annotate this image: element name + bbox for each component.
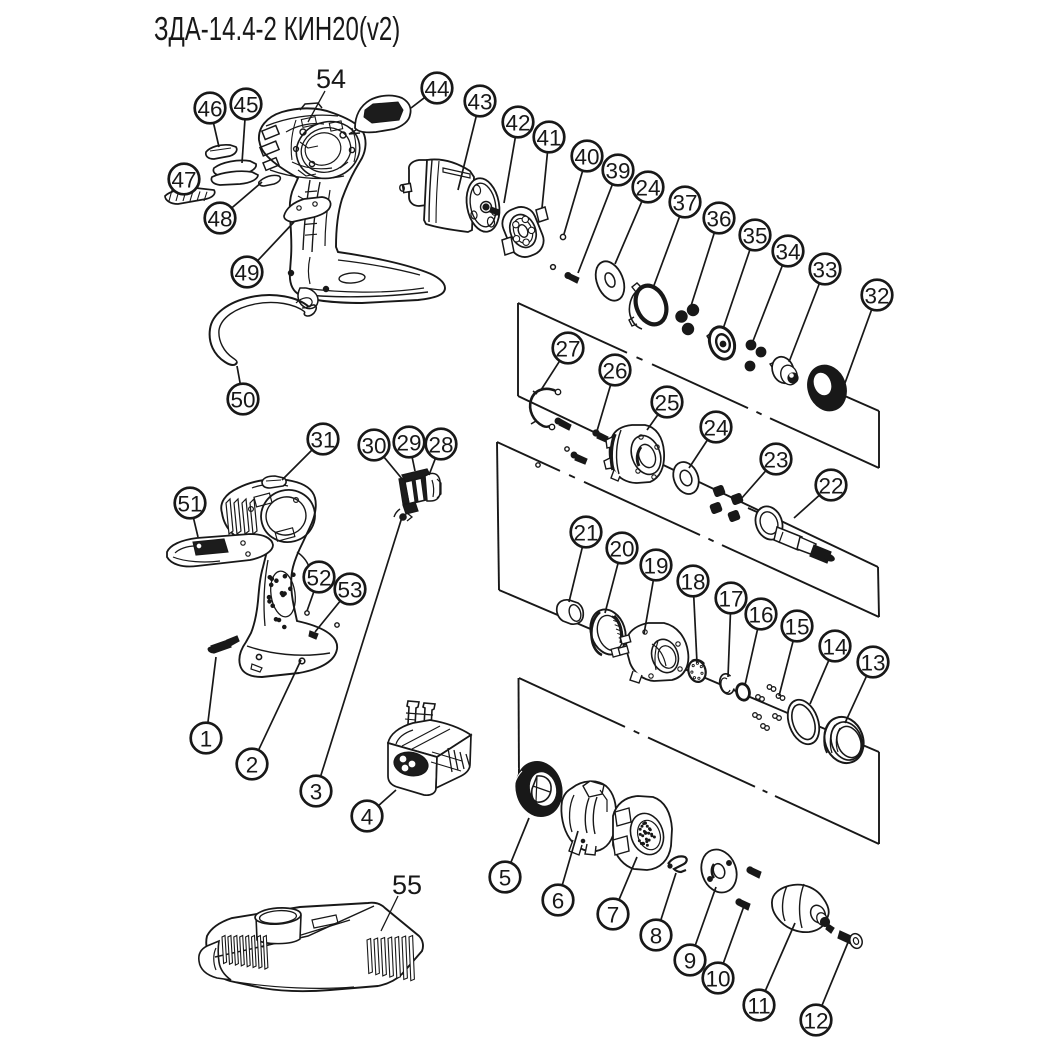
svg-text:29: 29 bbox=[396, 431, 421, 456]
svg-text:41: 41 bbox=[536, 126, 561, 151]
svg-text:25: 25 bbox=[654, 391, 679, 416]
svg-text:52: 52 bbox=[306, 566, 331, 591]
svg-text:33: 33 bbox=[812, 258, 837, 283]
svg-text:51: 51 bbox=[177, 492, 202, 517]
svg-text:21: 21 bbox=[573, 521, 598, 546]
svg-text:42: 42 bbox=[505, 111, 530, 136]
svg-text:7: 7 bbox=[607, 903, 620, 928]
svg-text:2: 2 bbox=[246, 753, 259, 778]
svg-text:43: 43 bbox=[467, 90, 492, 115]
svg-text:27: 27 bbox=[555, 337, 580, 362]
svg-text:16: 16 bbox=[748, 603, 773, 628]
svg-text:10: 10 bbox=[705, 967, 730, 992]
svg-text:14: 14 bbox=[822, 635, 847, 660]
svg-text:54: 54 bbox=[316, 64, 346, 94]
svg-text:45: 45 bbox=[233, 93, 258, 118]
svg-text:40: 40 bbox=[574, 145, 599, 170]
svg-text:5: 5 bbox=[499, 866, 512, 891]
svg-text:15: 15 bbox=[784, 615, 809, 640]
svg-text:30: 30 bbox=[361, 434, 386, 459]
svg-text:13: 13 bbox=[860, 651, 885, 676]
svg-text:ЗДА-14.4-2 КИН20(v2): ЗДА-14.4-2 КИН20(v2) bbox=[154, 11, 400, 48]
svg-text:44: 44 bbox=[424, 77, 449, 102]
svg-text:4: 4 bbox=[361, 805, 374, 830]
svg-text:55: 55 bbox=[392, 870, 422, 900]
svg-text:1: 1 bbox=[200, 727, 213, 752]
svg-text:20: 20 bbox=[609, 537, 634, 562]
svg-text:19: 19 bbox=[643, 554, 668, 579]
svg-text:32: 32 bbox=[864, 284, 889, 309]
svg-text:39: 39 bbox=[605, 159, 630, 184]
svg-text:53: 53 bbox=[337, 578, 362, 603]
svg-text:8: 8 bbox=[650, 924, 663, 949]
svg-text:24: 24 bbox=[635, 176, 660, 201]
svg-text:36: 36 bbox=[706, 207, 731, 232]
svg-text:23: 23 bbox=[763, 448, 788, 473]
svg-text:37: 37 bbox=[672, 191, 697, 216]
svg-text:26: 26 bbox=[602, 359, 627, 384]
svg-text:49: 49 bbox=[234, 261, 259, 286]
svg-text:3: 3 bbox=[310, 780, 323, 805]
svg-text:24: 24 bbox=[703, 416, 728, 441]
svg-text:46: 46 bbox=[197, 97, 222, 122]
svg-text:11: 11 bbox=[747, 994, 770, 1019]
svg-text:6: 6 bbox=[552, 889, 565, 914]
svg-text:18: 18 bbox=[680, 570, 705, 595]
svg-text:17: 17 bbox=[718, 587, 743, 612]
svg-text:31: 31 bbox=[310, 428, 335, 453]
svg-text:48: 48 bbox=[207, 207, 232, 232]
svg-text:50: 50 bbox=[230, 388, 255, 413]
svg-text:22: 22 bbox=[818, 474, 843, 499]
svg-text:9: 9 bbox=[684, 949, 697, 974]
svg-text:34: 34 bbox=[775, 240, 800, 265]
svg-text:28: 28 bbox=[428, 433, 453, 458]
svg-text:12: 12 bbox=[803, 1009, 828, 1034]
svg-text:35: 35 bbox=[742, 224, 767, 249]
svg-text:47: 47 bbox=[171, 168, 196, 193]
